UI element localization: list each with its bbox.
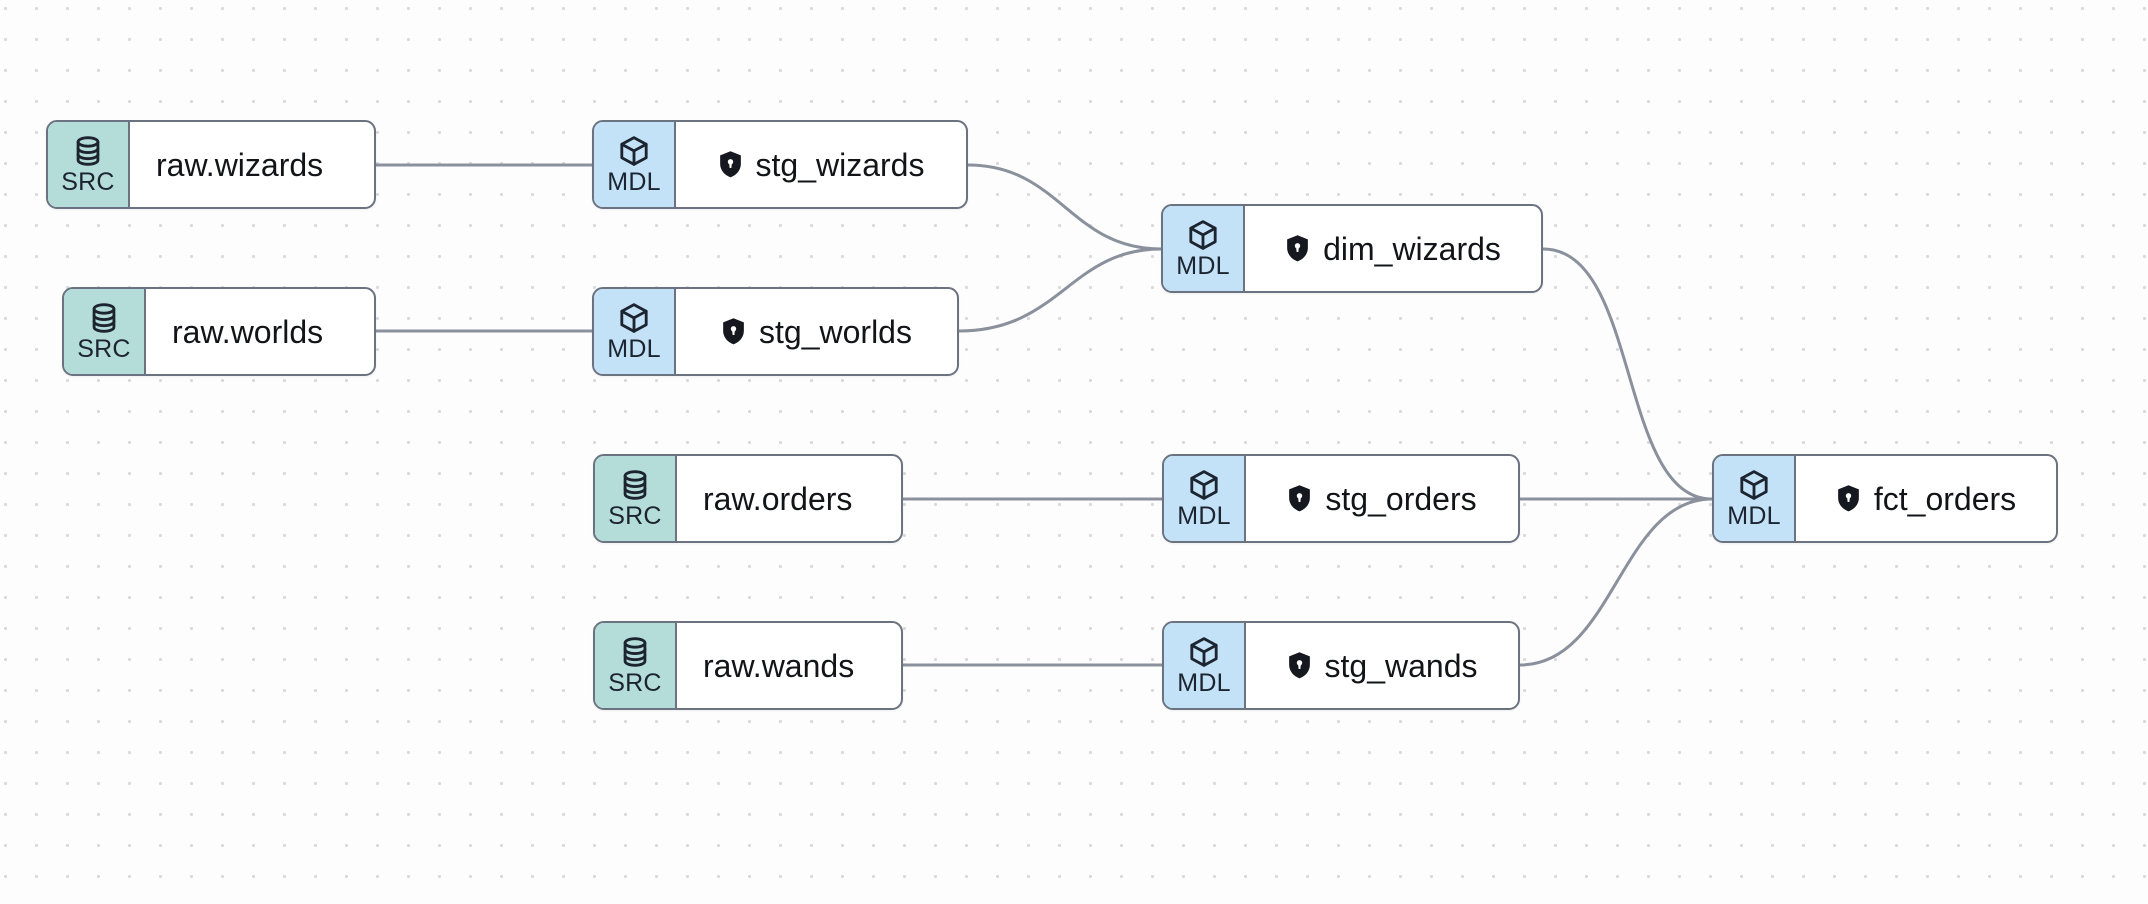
cube-icon (616, 134, 652, 168)
node-label: stg_orders (1325, 480, 1477, 517)
node-raw_wands[interactable]: SRC raw.wands (593, 621, 903, 710)
shield-lock-icon (1287, 484, 1312, 513)
node-body: stg_orders (1246, 456, 1518, 541)
shield-lock-icon (721, 317, 746, 346)
node-fct_orders[interactable]: MDL fct_orders (1712, 454, 2058, 543)
edge-dim_wizards-to-fct_orders (1541, 247, 1714, 501)
edge-stg_wizards-to-dim_wizards (966, 163, 1163, 251)
shield-lock-icon (1285, 234, 1310, 263)
node-body: raw.wands (677, 623, 901, 708)
cube-icon (1186, 468, 1222, 502)
shield-lock-icon (718, 150, 743, 179)
cube-icon (1186, 635, 1222, 669)
node-body: stg_wizards (676, 122, 966, 207)
node-body: stg_wands (1246, 623, 1518, 708)
database-icon (86, 301, 122, 335)
node-badge-mdl: MDL (1164, 623, 1246, 708)
node-badge-label: MDL (607, 335, 661, 363)
shield-lock-icon (1287, 651, 1312, 680)
database-icon (617, 468, 653, 502)
node-raw_worlds[interactable]: SRC raw.worlds (62, 287, 376, 376)
node-label: fct_orders (1873, 480, 2017, 517)
node-badge-mdl: MDL (1714, 456, 1796, 541)
node-badge-label: SRC (608, 669, 662, 697)
node-badge-src: SRC (595, 623, 677, 708)
node-badge-label: SRC (77, 335, 131, 363)
node-badge-label: SRC (608, 502, 662, 530)
node-stg_wands[interactable]: MDL stg_wands (1162, 621, 1520, 710)
node-badge-label: MDL (1177, 502, 1231, 530)
node-badge-mdl: MDL (594, 122, 676, 207)
node-badge-mdl: MDL (594, 289, 676, 374)
node-label: raw.worlds (172, 313, 324, 350)
node-badge-src: SRC (48, 122, 130, 207)
edge-stg_worlds-to-dim_wizards (957, 247, 1163, 333)
node-badge-mdl: MDL (1163, 206, 1245, 291)
node-raw_wizards[interactable]: SRC raw.wizards (46, 120, 376, 209)
cube-icon (616, 301, 652, 335)
node-label: stg_wizards (755, 146, 925, 183)
node-badge-src: SRC (595, 456, 677, 541)
node-label: raw.wizards (156, 146, 324, 183)
node-badge-label: MDL (1177, 669, 1231, 697)
node-badge-src: SRC (64, 289, 146, 374)
node-stg_orders[interactable]: MDL stg_orders (1162, 454, 1520, 543)
node-label: stg_worlds (759, 313, 912, 350)
node-badge-label: MDL (1176, 252, 1230, 280)
edge-stg_wands-to-fct_orders (1518, 497, 1714, 667)
node-body: stg_worlds (676, 289, 957, 374)
node-raw_orders[interactable]: SRC raw.orders (593, 454, 903, 543)
node-body: raw.orders (677, 456, 901, 541)
node-dim_wizards[interactable]: MDL dim_wizards (1161, 204, 1543, 293)
database-icon (70, 134, 106, 168)
node-label: dim_wizards (1323, 230, 1501, 267)
node-body: raw.wizards (130, 122, 374, 207)
node-badge-label: MDL (1727, 502, 1781, 530)
cube-icon (1736, 468, 1772, 502)
cube-icon (1185, 218, 1221, 252)
node-label: stg_wands (1324, 647, 1478, 684)
node-body: raw.worlds (146, 289, 374, 374)
node-stg_worlds[interactable]: MDL stg_worlds (592, 287, 959, 376)
node-stg_wizards[interactable]: MDL stg_wizards (592, 120, 968, 209)
node-body: fct_orders (1796, 456, 2056, 541)
shield-lock-icon (1836, 484, 1861, 513)
node-badge-label: SRC (61, 168, 115, 196)
node-label: raw.orders (703, 480, 853, 517)
node-label: raw.wands (703, 647, 855, 684)
node-badge-mdl: MDL (1164, 456, 1246, 541)
node-body: dim_wizards (1245, 206, 1541, 291)
node-badge-label: MDL (607, 168, 661, 196)
database-icon (617, 635, 653, 669)
